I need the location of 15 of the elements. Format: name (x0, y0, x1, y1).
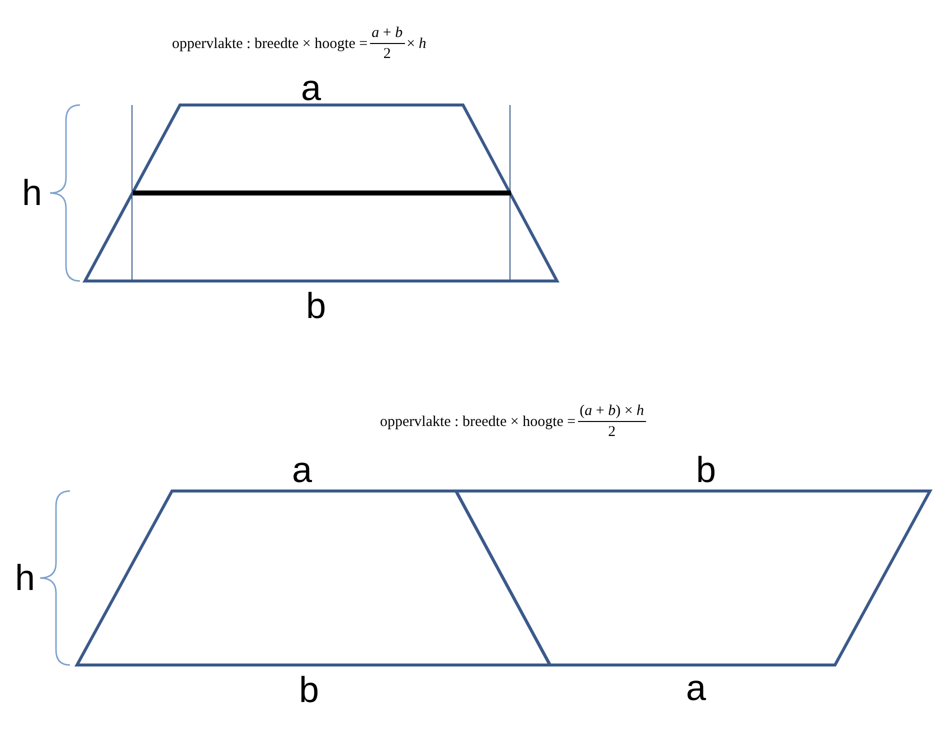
formula-text: × h (406, 36, 426, 52)
fraction-denominator: 2 (383, 44, 391, 63)
dimension-label: h (14, 560, 36, 596)
dimension-label: h (22, 175, 42, 211)
fraction-numerator: (a + b) × h (578, 403, 646, 422)
fraction-denominator: 2 (608, 422, 616, 441)
dimension-label: b (298, 672, 320, 708)
fraction-numerator: a + b (370, 25, 405, 44)
dimension-label: a (292, 452, 312, 488)
dimension-label: b (306, 288, 326, 324)
dimension-label: a (300, 70, 322, 106)
dimension-label: b (696, 452, 716, 488)
formula-text: oppervlakte : breedte × hoogte = (380, 414, 576, 430)
formula-text: oppervlakte : breedte × hoogte = (172, 36, 368, 52)
dimension-label: a (686, 670, 706, 706)
